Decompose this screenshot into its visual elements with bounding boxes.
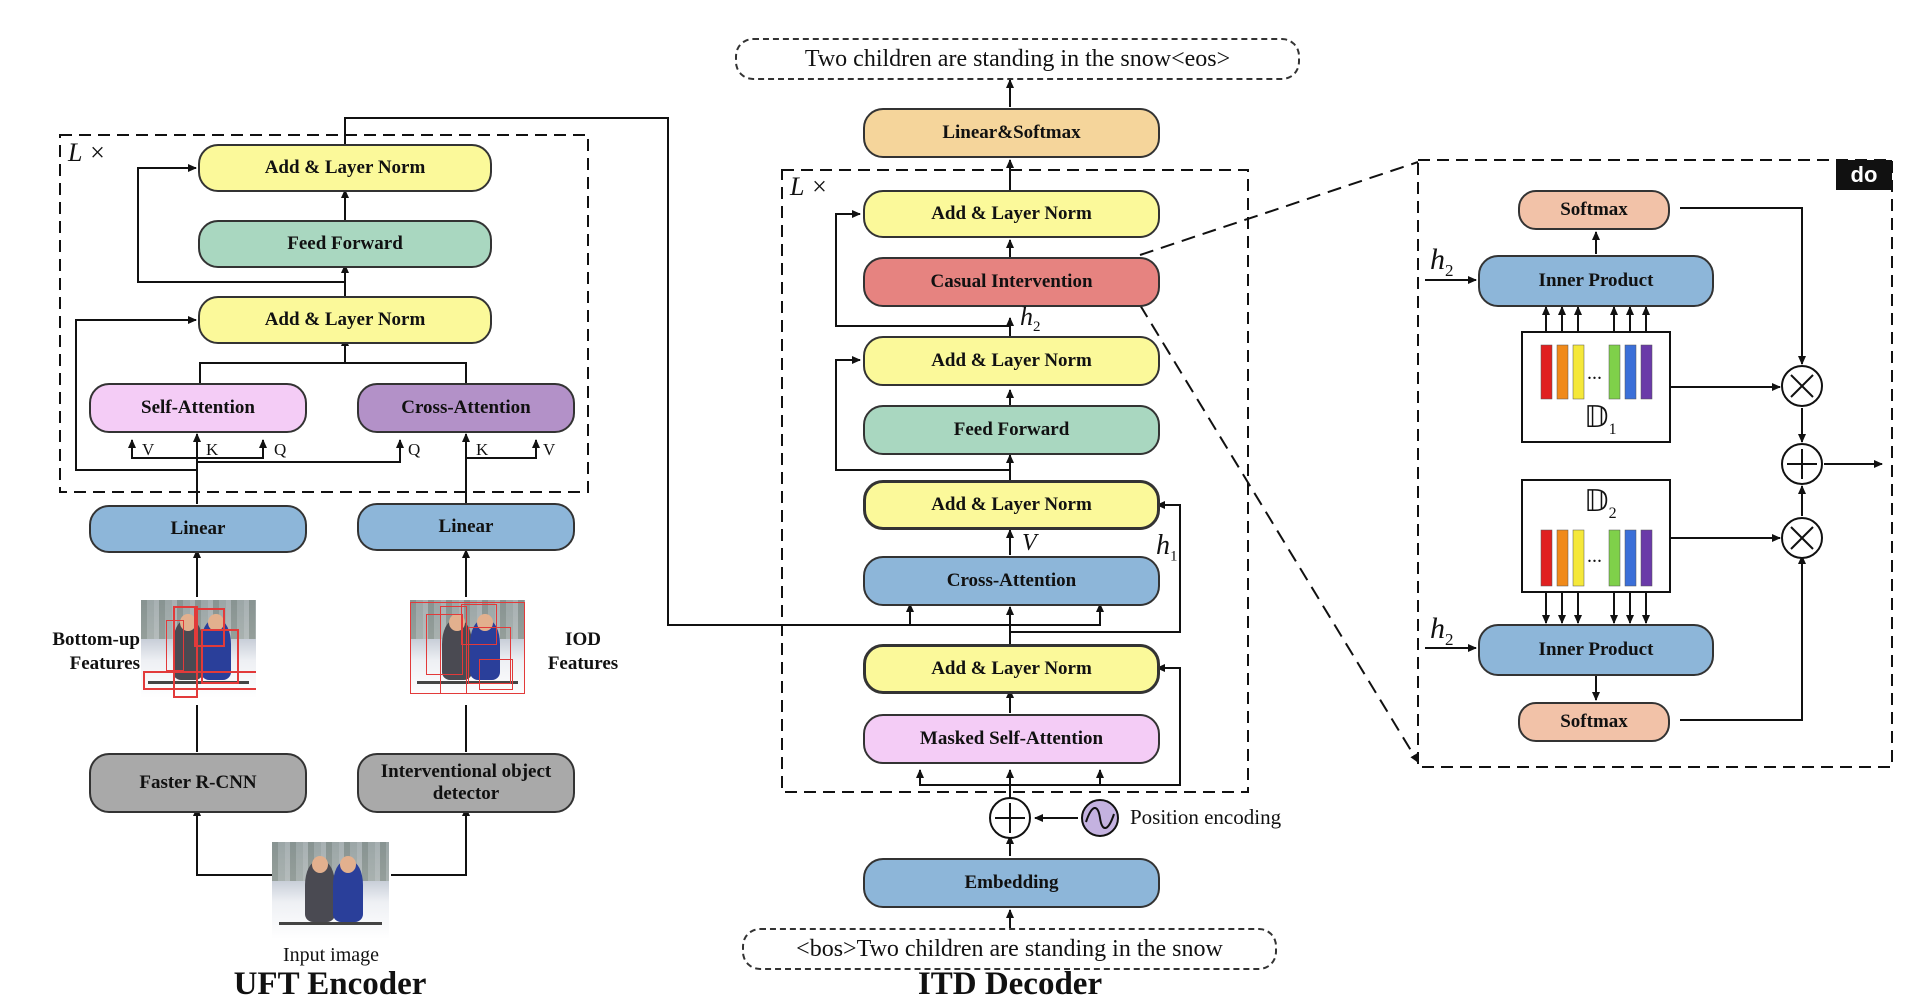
encoder-add-norm-mid: Add & Layer Norm xyxy=(198,296,492,344)
bottom-up-features-label: Bottom-up Features xyxy=(52,629,140,674)
dict1-label: 𝔻1 xyxy=(1584,401,1617,438)
decoder-add-norm-1: Add & Layer Norm xyxy=(863,190,1160,238)
cross-attn-q-label: Q xyxy=(408,440,421,459)
causal-intervention-box: Casual Intervention xyxy=(863,257,1160,307)
self-attn-q-label: Q xyxy=(274,440,287,459)
do-tag-bg xyxy=(1836,160,1892,190)
interventional-detector-box: Interventional object detector xyxy=(357,753,575,813)
decoder-feed-forward: Feed Forward xyxy=(863,405,1160,455)
decoder-repeat-frame xyxy=(781,169,1249,793)
encoder-linear-left: Linear xyxy=(89,505,307,553)
h2-label: h2 xyxy=(1020,302,1041,336)
self-attn-k-label: K xyxy=(206,440,219,459)
self-attn-v-label: V xyxy=(142,440,155,459)
input-caption: <bos>Two children are standing in the sn… xyxy=(742,928,1277,970)
h1-label: h1 xyxy=(1156,530,1178,565)
softmax-top-box: Softmax xyxy=(1518,190,1670,230)
do-panel-frame xyxy=(1417,159,1893,768)
do-tag: do xyxy=(1850,162,1878,187)
encoder-repeat-label: L × xyxy=(68,138,107,167)
dict1-sub: 1 xyxy=(1608,421,1617,438)
dict1-ellipsis: ... xyxy=(1587,362,1602,384)
iod-features-label: IOD Features xyxy=(547,629,619,674)
h2-top-sub: 2 xyxy=(1445,261,1454,280)
inner-product-bottom-box: Inner Product xyxy=(1478,624,1714,676)
cross-attn-v-label: V xyxy=(543,440,556,459)
faster-rcnn-box: Faster R-CNN xyxy=(89,753,307,813)
decoder-add-norm-4: Add & Layer Norm xyxy=(863,644,1160,694)
dictionary-2-bars xyxy=(1540,529,1653,587)
encoder-title: UFT Encoder xyxy=(233,966,427,1002)
masked-self-attention-box: Masked Self-Attention xyxy=(863,714,1160,764)
output-caption: Two children are standing in the snow<eo… xyxy=(735,38,1300,80)
dict2-sub: 2 xyxy=(1608,505,1617,522)
encoder-cross-attention: Cross-Attention xyxy=(357,383,575,433)
h2-sub: 2 xyxy=(1033,319,1041,336)
v-label: V xyxy=(1022,530,1037,556)
decoder-add-norm-3: Add & Layer Norm xyxy=(863,480,1160,530)
h2-top-label: h2 xyxy=(1430,243,1454,280)
encoder-add-norm-top: Add & Layer Norm xyxy=(198,144,492,192)
dictionary-1-bars xyxy=(1540,344,1653,400)
decoder-add-norm-2: Add & Layer Norm xyxy=(863,336,1160,386)
position-encoding-label: Position encoding xyxy=(1130,805,1282,829)
embedding-box: Embedding xyxy=(863,858,1160,908)
dict2-ellipsis: ... xyxy=(1587,545,1602,567)
input-image xyxy=(272,842,389,939)
encoder-feed-forward: Feed Forward xyxy=(198,220,492,268)
encoder-repeat-frame xyxy=(59,134,589,493)
encoder-self-attention: Self-Attention xyxy=(89,383,307,433)
encoder-linear-right: Linear xyxy=(357,503,575,551)
h1-sub: 1 xyxy=(1170,548,1178,565)
dict2-label: 𝔻2 xyxy=(1584,485,1617,522)
inner-product-top-box: Inner Product xyxy=(1478,255,1714,307)
linear-softmax-box: Linear&Softmax xyxy=(863,108,1160,158)
h2-bottom-label: h2 xyxy=(1430,612,1454,649)
softmax-bottom-box: Softmax xyxy=(1518,702,1670,742)
input-image-label: Input image xyxy=(282,944,380,966)
decoder-title: ITD Decoder xyxy=(917,966,1103,1002)
bottom-up-features-image xyxy=(141,600,256,698)
cross-attn-k-label: K xyxy=(476,440,489,459)
decoder-cross-attention: Cross-Attention xyxy=(863,556,1160,606)
h2-bottom-sub: 2 xyxy=(1445,630,1454,649)
decoder-repeat-label: L × xyxy=(790,172,829,201)
iod-features-image xyxy=(410,600,525,698)
